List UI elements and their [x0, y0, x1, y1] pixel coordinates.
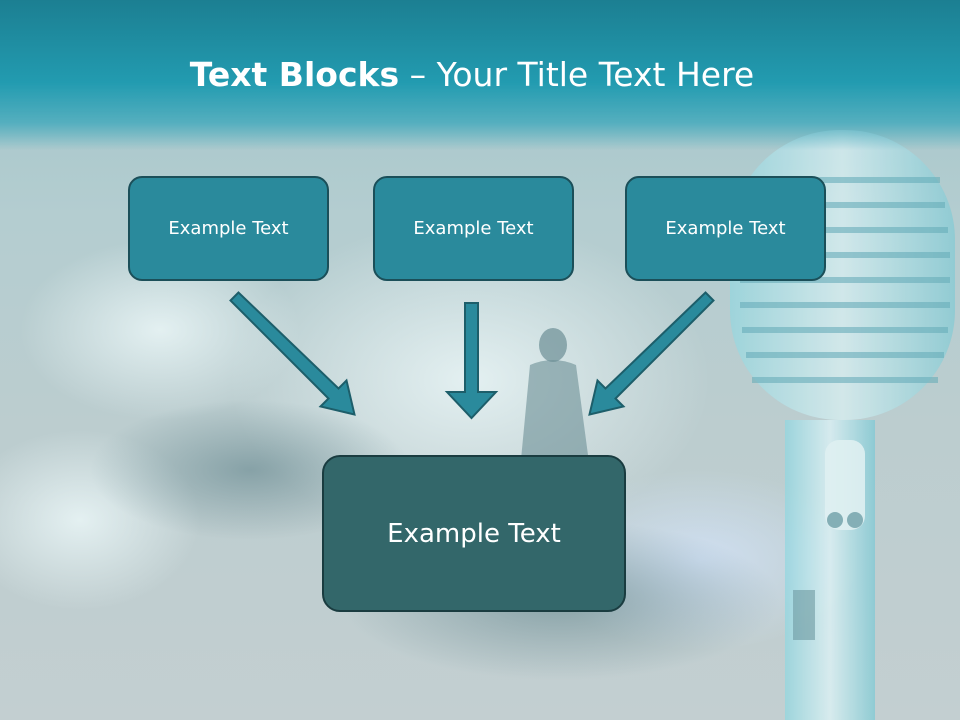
text-block-right: Example Text	[625, 176, 826, 281]
arrow-left-diagonal	[229, 291, 356, 416]
text-block-main: Example Text	[322, 455, 626, 612]
title-bold: Text Blocks	[189, 55, 400, 94]
title-bar	[0, 0, 960, 150]
title-separator: –	[399, 55, 437, 94]
text-block-left: Example Text	[128, 176, 329, 281]
title-rest: Your Title Text Here	[436, 55, 755, 94]
arrow-center-down	[444, 302, 499, 420]
text-block-center: Example Text	[373, 176, 574, 281]
slide-title: Text Blocks – Your Title Text Here	[0, 52, 944, 98]
arrow-right-diagonal	[588, 291, 715, 416]
